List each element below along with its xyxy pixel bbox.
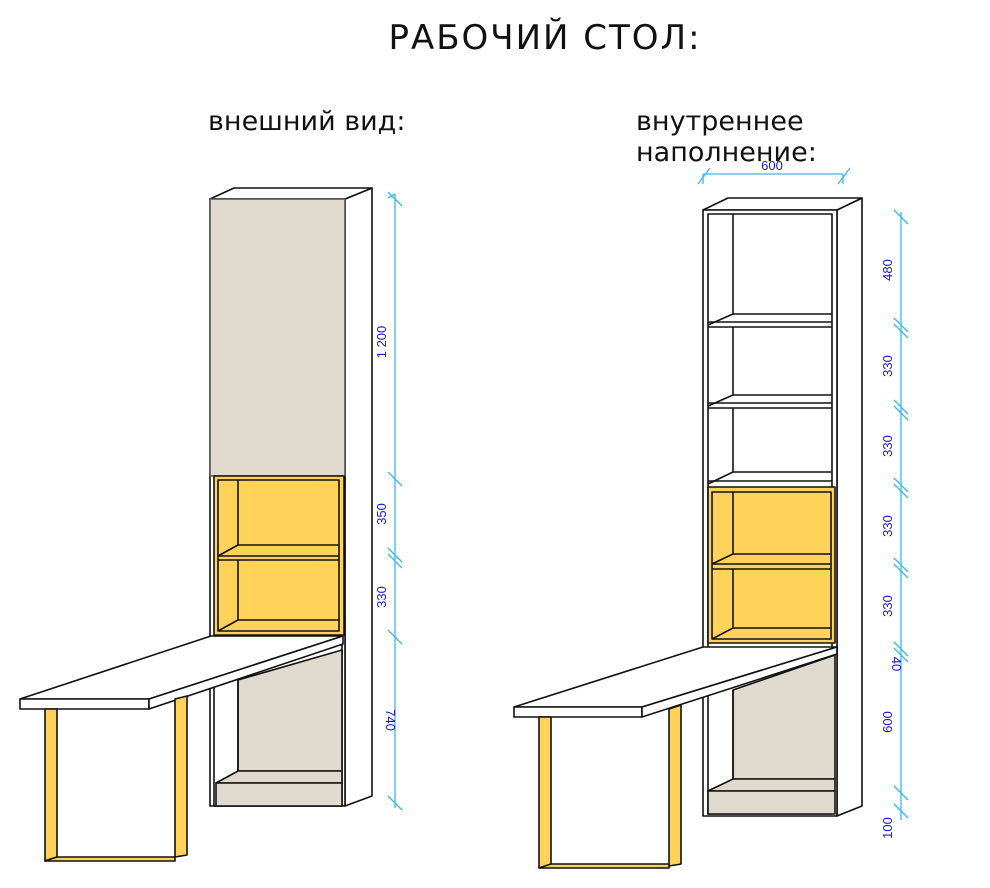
dim-ext-350: 350 [374,503,389,525]
interior-view-label: внутреннее наполнение: [636,106,817,168]
dim-int-330-c: 330 [880,515,895,537]
dim-ext-740: 740 [383,709,398,731]
exterior-view-label: внешний вид: [208,106,406,137]
interior-desk [513,646,838,869]
dim-int-330-d: 330 [880,595,895,617]
dim-ext-330: 330 [374,586,389,608]
drawing-title: РАБОЧИЙ СТОЛ: [388,18,702,58]
dim-int-480: 480 [880,259,895,281]
exterior-cabinet [209,187,373,807]
dim-int-600: 600 [880,711,895,733]
interior-cabinet [702,197,863,817]
exterior-desk [19,635,344,862]
dimension-lines [387,167,909,820]
dim-int-330-b: 330 [880,435,895,457]
dim-int-100: 100 [880,817,895,839]
dim-ext-1200: 1 200 [374,326,389,359]
dim-int-40: 40 [889,657,904,671]
dimension-labels: 1 200 350 330 740 600 480 330 330 330 33… [374,158,904,839]
dim-int-330-a: 330 [880,355,895,377]
dim-int-width-600: 600 [761,158,783,173]
